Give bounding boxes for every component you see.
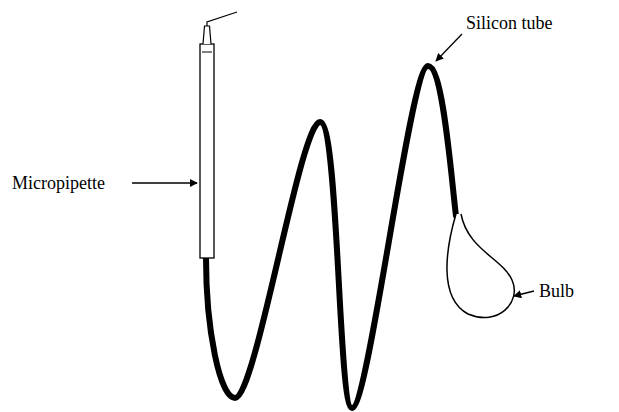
bulb — [447, 214, 514, 318]
micropipette-needle — [207, 12, 237, 26]
part-label: Bulb — [539, 280, 574, 302]
micropipette-band — [202, 52, 212, 53]
leader-arrow — [514, 291, 534, 296]
silicon-tube — [206, 66, 456, 408]
micropipette-body — [200, 44, 214, 258]
leader-arrow — [132, 182, 197, 183]
micropipette-taper — [203, 26, 211, 44]
leader-arrow — [436, 34, 462, 61]
part-label: Silicon tube — [466, 12, 553, 34]
part-label: Micropipette — [12, 172, 105, 194]
